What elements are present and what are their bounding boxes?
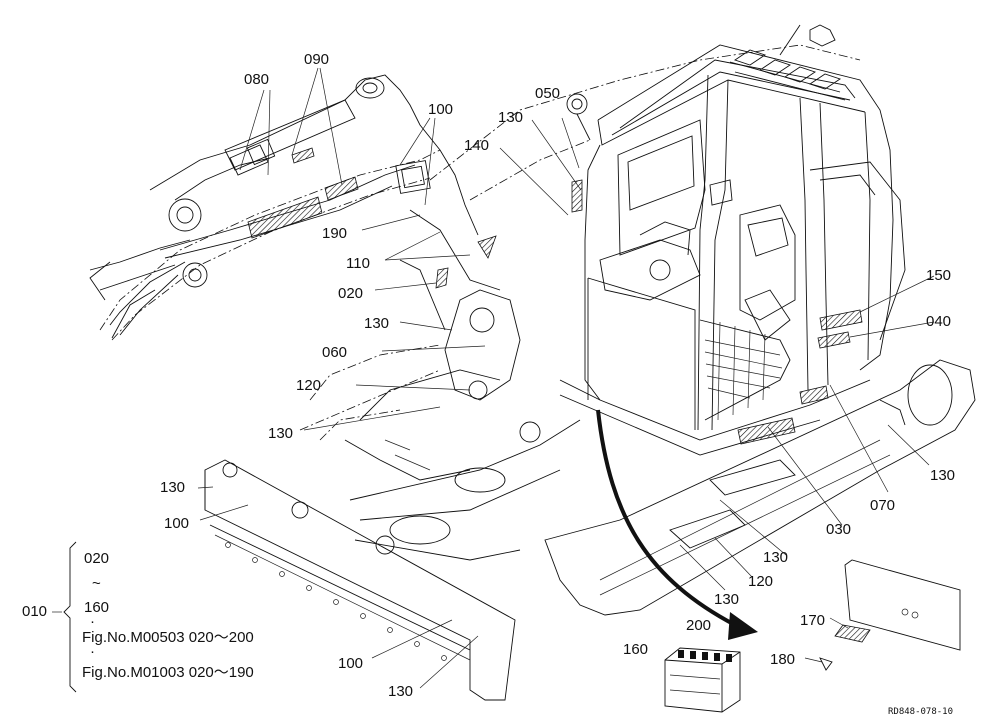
callout-110: 110 — [346, 255, 370, 272]
decal-040-hatched — [817, 331, 851, 349]
figure-reference-code: RD848-078-10 — [888, 707, 953, 717]
callout-060: 060 — [322, 344, 347, 361]
callout-130: 130 — [364, 315, 389, 332]
callout-130: 130 — [763, 549, 788, 566]
legend-tilde: ~ — [92, 575, 101, 592]
battery-location-arrow — [596, 409, 758, 640]
callout-080: 080 — [244, 71, 269, 88]
decal-150-hatched — [819, 309, 863, 331]
callout-120: 120 — [296, 377, 321, 394]
decal-070-hatched — [799, 385, 829, 405]
legend: 010 020 ~ 160 · Fig.No.M00503 020～200 · … — [22, 541, 254, 693]
leader-lines — [197, 67, 935, 689]
callout-070: 070 — [870, 497, 895, 514]
callout-130: 130 — [498, 109, 523, 126]
callout-040: 040 — [926, 313, 951, 330]
legend-line-1: Fig.No.M00503 020～200 — [82, 629, 254, 646]
callout-labels: 080 090 100 050 130 140 190 110 020 130 … — [160, 51, 955, 700]
callout-120: 120 — [748, 573, 773, 590]
callout-130: 130 — [714, 591, 739, 608]
callout-180: 180 — [770, 651, 795, 668]
callout-050: 050 — [535, 85, 560, 102]
warning-triangle-decal — [477, 235, 497, 259]
legend-range-end: 160 — [84, 599, 109, 616]
callout-200: 200 — [686, 617, 711, 634]
callout-030: 030 — [826, 521, 851, 538]
undercarriage-drawing — [204, 160, 976, 701]
callout-150: 150 — [926, 267, 951, 284]
legend-dot: · — [90, 643, 95, 660]
callout-100: 100 — [428, 101, 453, 118]
cab-drawing — [309, 24, 906, 456]
callout-020: 020 — [338, 285, 363, 302]
decal-090-hatched — [324, 176, 359, 201]
callout-140: 140 — [464, 137, 489, 154]
legend-bracket — [63, 541, 77, 693]
callout-100: 100 — [164, 515, 189, 532]
callout-170: 170 — [800, 612, 825, 629]
callout-130: 130 — [268, 425, 293, 442]
callout-130: 130 — [930, 467, 955, 484]
battery-drawing — [664, 647, 741, 713]
legend-line-2: Fig.No.M01003 020～190 — [82, 664, 254, 681]
legend-range-start: 020 — [84, 550, 109, 567]
boom-arm-drawing — [89, 74, 479, 341]
callout-090: 090 — [304, 51, 329, 68]
callout-100: 100 — [338, 655, 363, 672]
decal-080-hatched — [247, 196, 323, 239]
callout-190: 190 — [322, 225, 347, 242]
callout-160: 160 — [623, 641, 648, 658]
callout-130: 130 — [160, 479, 185, 496]
legend-dot: · — [90, 613, 95, 630]
decal-030-hatched — [737, 417, 796, 445]
callout-130: 130 — [388, 683, 413, 700]
legend-main-number: 010 — [22, 603, 47, 620]
